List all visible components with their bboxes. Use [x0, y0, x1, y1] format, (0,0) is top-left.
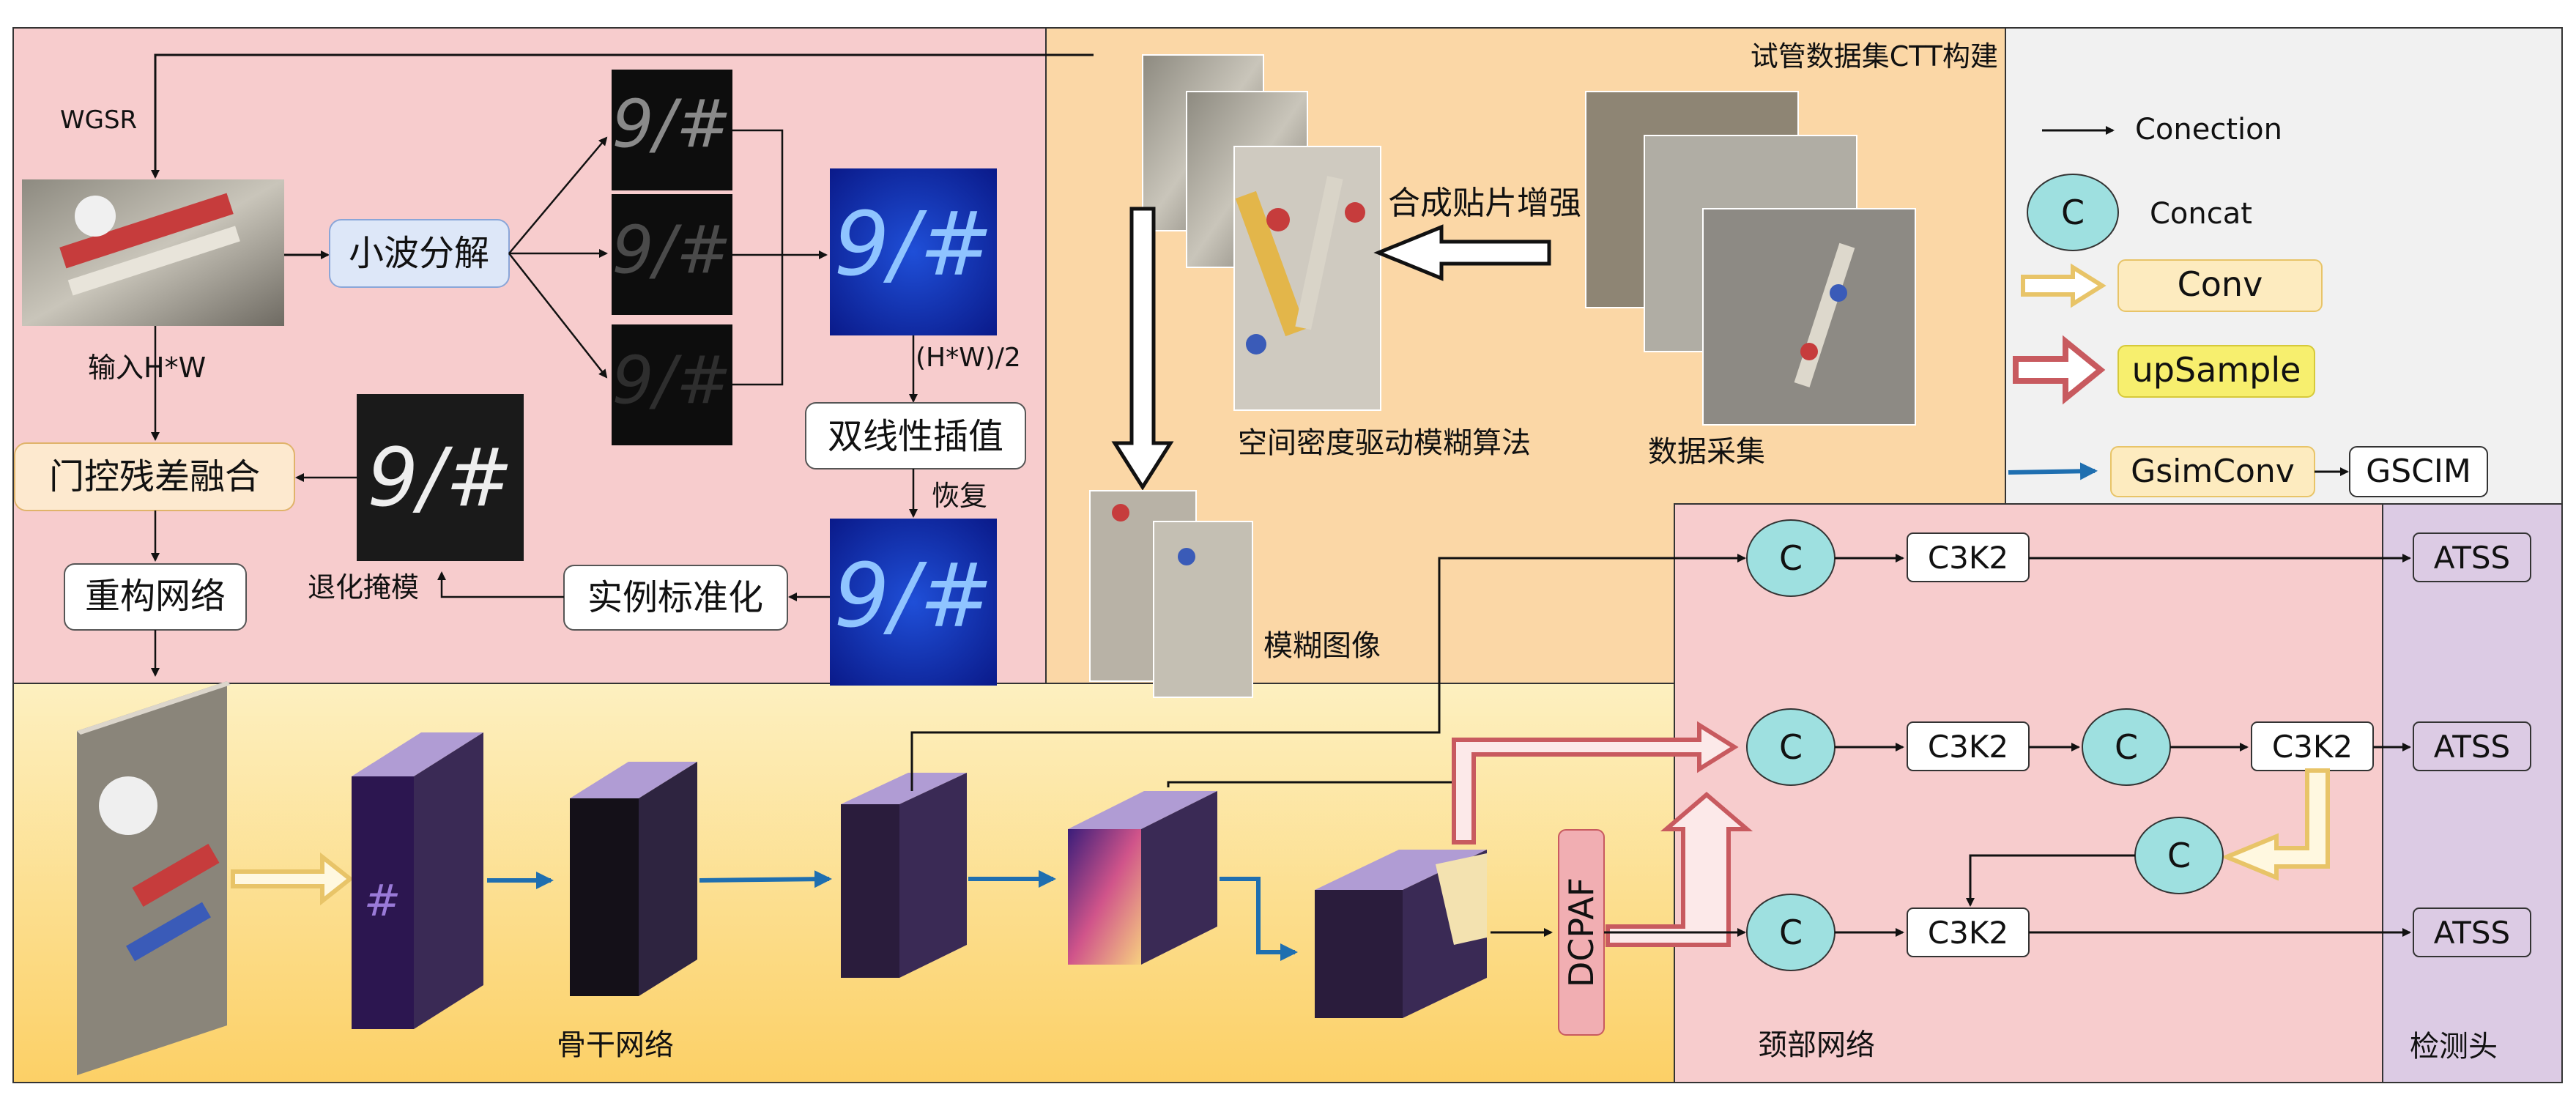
- recover-label: 恢复: [932, 480, 987, 512]
- feature-block-3: [841, 773, 967, 978]
- mosaic-arrow: [1373, 224, 1551, 281]
- upsample-arrow-1: [1452, 721, 1739, 845]
- svg-text:ATSS: ATSS: [2434, 915, 2510, 951]
- neck-region: [1674, 503, 2383, 1083]
- svg-text:GSCIM: GSCIM: [2366, 453, 2471, 490]
- svg-text:C: C: [1779, 913, 1803, 952]
- svg-text:C: C: [1779, 727, 1803, 767]
- svg-text:9/#: 9/#: [367, 431, 513, 524]
- svg-text:#: #: [364, 875, 401, 927]
- bilinear-label: 双线性插值: [828, 416, 1003, 457]
- degrade-mask-label: 退化掩模: [308, 571, 419, 604]
- legend-gscim-box: [2349, 446, 2488, 497]
- blue-feature-bottom: 9/#: [830, 519, 997, 686]
- svg-text:ATSS: ATSS: [2434, 729, 2510, 765]
- svg-text:9/#: 9/#: [834, 546, 992, 647]
- data-collect-label: 数据采集: [1648, 435, 1765, 469]
- density-blur-label: 空间密度驱动模糊算法: [1238, 426, 1531, 460]
- neck-concat-bottom: C: [1746, 894, 1836, 971]
- conv-arrow-2: [2221, 768, 2330, 881]
- neck-label: 颈部网络: [1758, 1028, 1875, 1062]
- head-atss-bottom: [2413, 907, 2531, 957]
- head-label: 检测头: [2410, 1030, 2498, 1064]
- head-atss-top: [2413, 532, 2531, 582]
- input-image: [22, 179, 284, 326]
- svg-text:C3K2: C3K2: [1928, 729, 2008, 765]
- svg-text:9/#: 9/#: [612, 86, 732, 163]
- dataset-title: 试管数据集CTT构建: [1751, 40, 1998, 73]
- svg-text:GsimConv: GsimConv: [2131, 453, 2295, 490]
- legend-conv-box: [2117, 259, 2323, 312]
- legend-connection: Conection: [2135, 113, 2282, 146]
- svg-text:Conv: Conv: [2178, 264, 2263, 304]
- subband-images: 9/# 9/# 9/#: [612, 70, 732, 445]
- backbone-label: 骨干网络: [557, 1028, 674, 1062]
- blur-image-label: 模糊图像: [1263, 629, 1381, 663]
- neck-concat-mid: C: [1746, 708, 1836, 786]
- feature-block-1: #: [352, 732, 483, 1029]
- dcpaf-label: DCPAF: [1562, 877, 1601, 987]
- feedback-connection: [151, 53, 1094, 179]
- svg-text:C3K2: C3K2: [1928, 540, 2008, 576]
- instance-norm-label: 实例标准化: [587, 577, 763, 618]
- conv-arrow-1: [231, 852, 354, 906]
- svg-text:9/#: 9/#: [834, 194, 992, 296]
- feature-block-2: [570, 762, 697, 996]
- legend-concat-icon: [2027, 174, 2119, 251]
- input-label: 输入H*W: [88, 352, 206, 384]
- legend-upsample-arrow: [2013, 335, 2106, 405]
- feature-block-5: [1315, 850, 1487, 1018]
- neck-concat-mid-2: C: [2082, 708, 2171, 786]
- legend-upsample-box: [2117, 345, 2315, 398]
- mosaic-stack: [1142, 54, 1381, 411]
- svg-text:upSample: upSample: [2132, 350, 2301, 390]
- neck-concat-side: C: [2134, 817, 2224, 894]
- legend-concat: Concat: [2150, 197, 2252, 231]
- svg-text:9/#: 9/#: [612, 342, 732, 419]
- head-atss-mid: [2413, 721, 2531, 771]
- wgsr-label: WGSR: [60, 105, 137, 135]
- half-size-label: (H*W)/2: [916, 343, 1021, 373]
- wavelet-decomp-label: 小波分解: [349, 233, 489, 274]
- feature-block-4: [1068, 791, 1217, 965]
- legend-conv-arrow: [2021, 263, 2107, 308]
- head-region: [2382, 503, 2563, 1083]
- svg-text:ATSS: ATSS: [2434, 540, 2510, 576]
- svg-text:9/#: 9/#: [612, 212, 732, 289]
- gated-fusion-label: 门控残差融合: [49, 456, 260, 497]
- neck-concat-top: C: [1746, 519, 1836, 597]
- svg-text:C3K2: C3K2: [2272, 729, 2353, 765]
- blur-arrow: [1111, 207, 1174, 491]
- bilinear-box: [805, 402, 1026, 469]
- svg-text:C: C: [2061, 193, 2085, 232]
- blur-stack: [1089, 490, 1253, 698]
- legend-gsim-arrow: [2008, 462, 2098, 480]
- collect-stack: [1585, 91, 1916, 426]
- blue-feature-top: 9/#: [830, 168, 997, 335]
- mosaic-aug-label: 合成贴片增强: [1388, 185, 1581, 222]
- degrade-mask-image: 9/#: [357, 394, 524, 561]
- backbone-input-image: [77, 681, 231, 1075]
- svg-text:C: C: [2115, 727, 2138, 767]
- svg-text:C: C: [1779, 538, 1803, 578]
- svg-text:C: C: [2167, 836, 2191, 875]
- svg-text:C3K2: C3K2: [1928, 915, 2008, 951]
- upsample-arrow-2: [1606, 792, 1753, 947]
- recon-net-label: 重构网络: [85, 576, 226, 617]
